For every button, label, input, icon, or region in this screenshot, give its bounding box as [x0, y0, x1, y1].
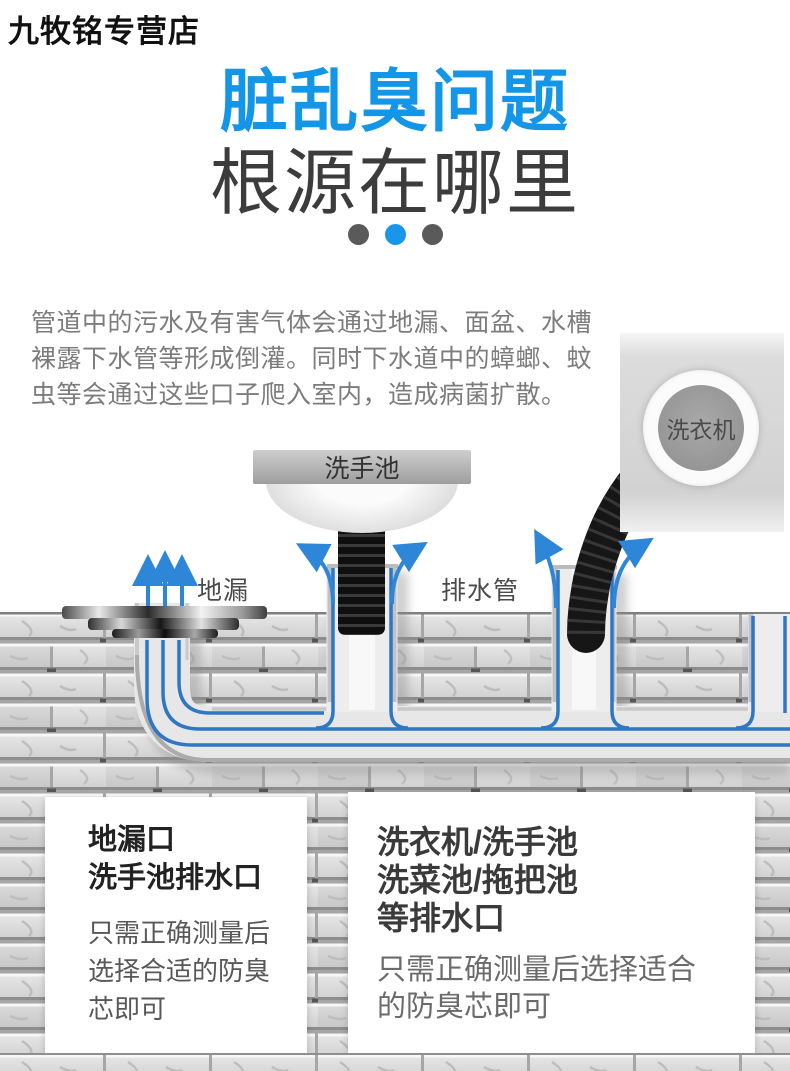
- curve-arrow: [534, 528, 564, 609]
- dot-icon: [421, 224, 443, 245]
- card-body-line: 只需正确测量后选择适合: [377, 954, 697, 986]
- card-title-line: 等排水口: [377, 900, 506, 936]
- card-title-line: 洗菜池/拖把池: [377, 862, 578, 898]
- curve-arrow: [390, 541, 428, 605]
- card-body-line: 的防臭芯即可: [377, 991, 552, 1023]
- floor-drain-label: 地漏: [197, 577, 250, 605]
- water-flow-line: [145, 568, 790, 747]
- washer-door: 洗衣机: [658, 385, 744, 471]
- card-title-line: 地漏口: [88, 824, 176, 856]
- odor-arrows: [132, 528, 654, 614]
- sub-title: 根源在哪里: [209, 144, 580, 224]
- washer-label: 洗衣机: [666, 417, 736, 443]
- pipe-network: [132, 459, 790, 775]
- basin-label: 洗手池: [324, 455, 400, 483]
- card-title-line: 洗衣机/洗手池: [377, 824, 578, 860]
- card-body-line: 选择合适的防臭: [88, 956, 271, 986]
- drain-pipe-label: 排水管: [441, 577, 520, 605]
- card-body: 只需正确测量后选择适合 的防臭芯即可: [377, 952, 739, 1026]
- floor-drain-collar: [88, 618, 239, 630]
- brick-wall-footer: [0, 1053, 790, 1071]
- store-name: 九牧铭专营店: [8, 14, 200, 49]
- card-body-line: 只需正确测量后: [88, 918, 271, 948]
- main-title: 脏乱臭问题: [219, 64, 570, 140]
- floor-drain-ring: [112, 629, 218, 638]
- washing-machine: 洗衣机: [620, 333, 784, 532]
- info-card-floor-drain: 地漏口 洗手池排水口 只需正确测量后 选择合适的防臭 芯即可: [45, 797, 307, 1053]
- card-body-line: 芯即可: [88, 994, 167, 1024]
- intro-line: 虫等会通过这些口子爬入室内，造成病菌扩散。: [31, 381, 567, 409]
- dots-separator: [0, 224, 790, 245]
- dot-icon: [347, 224, 369, 245]
- dot-icon: [384, 224, 406, 245]
- wash-basin: 洗手池: [253, 450, 471, 484]
- pipe-bottom-edge: [135, 654, 790, 762]
- card-title-line: 洗手池排水口: [88, 862, 263, 894]
- intro-line: 裸露下水管等形成倒灌。同时下水道中的蟑螂、蚊: [31, 345, 593, 373]
- intro-line: 管道中的污水及有害气体会通过地漏、面盆、水槽: [31, 309, 593, 337]
- info-card-drain-outlets: 洗衣机/洗手池 洗菜池/拖把池 等排水口 只需正确测量后选择适合 的防臭芯即可: [348, 792, 755, 1053]
- card-body: 只需正确测量后 选择合适的防臭 芯即可: [88, 914, 289, 1028]
- curve-arrow: [612, 537, 654, 609]
- curve-arrow: [295, 543, 335, 605]
- floor-drain-plate: [62, 606, 267, 619]
- intro-paragraph: 管道中的污水及有害气体会通过地漏、面盆、水槽 裸露下水管等形成倒灌。同时下水道中…: [31, 305, 631, 413]
